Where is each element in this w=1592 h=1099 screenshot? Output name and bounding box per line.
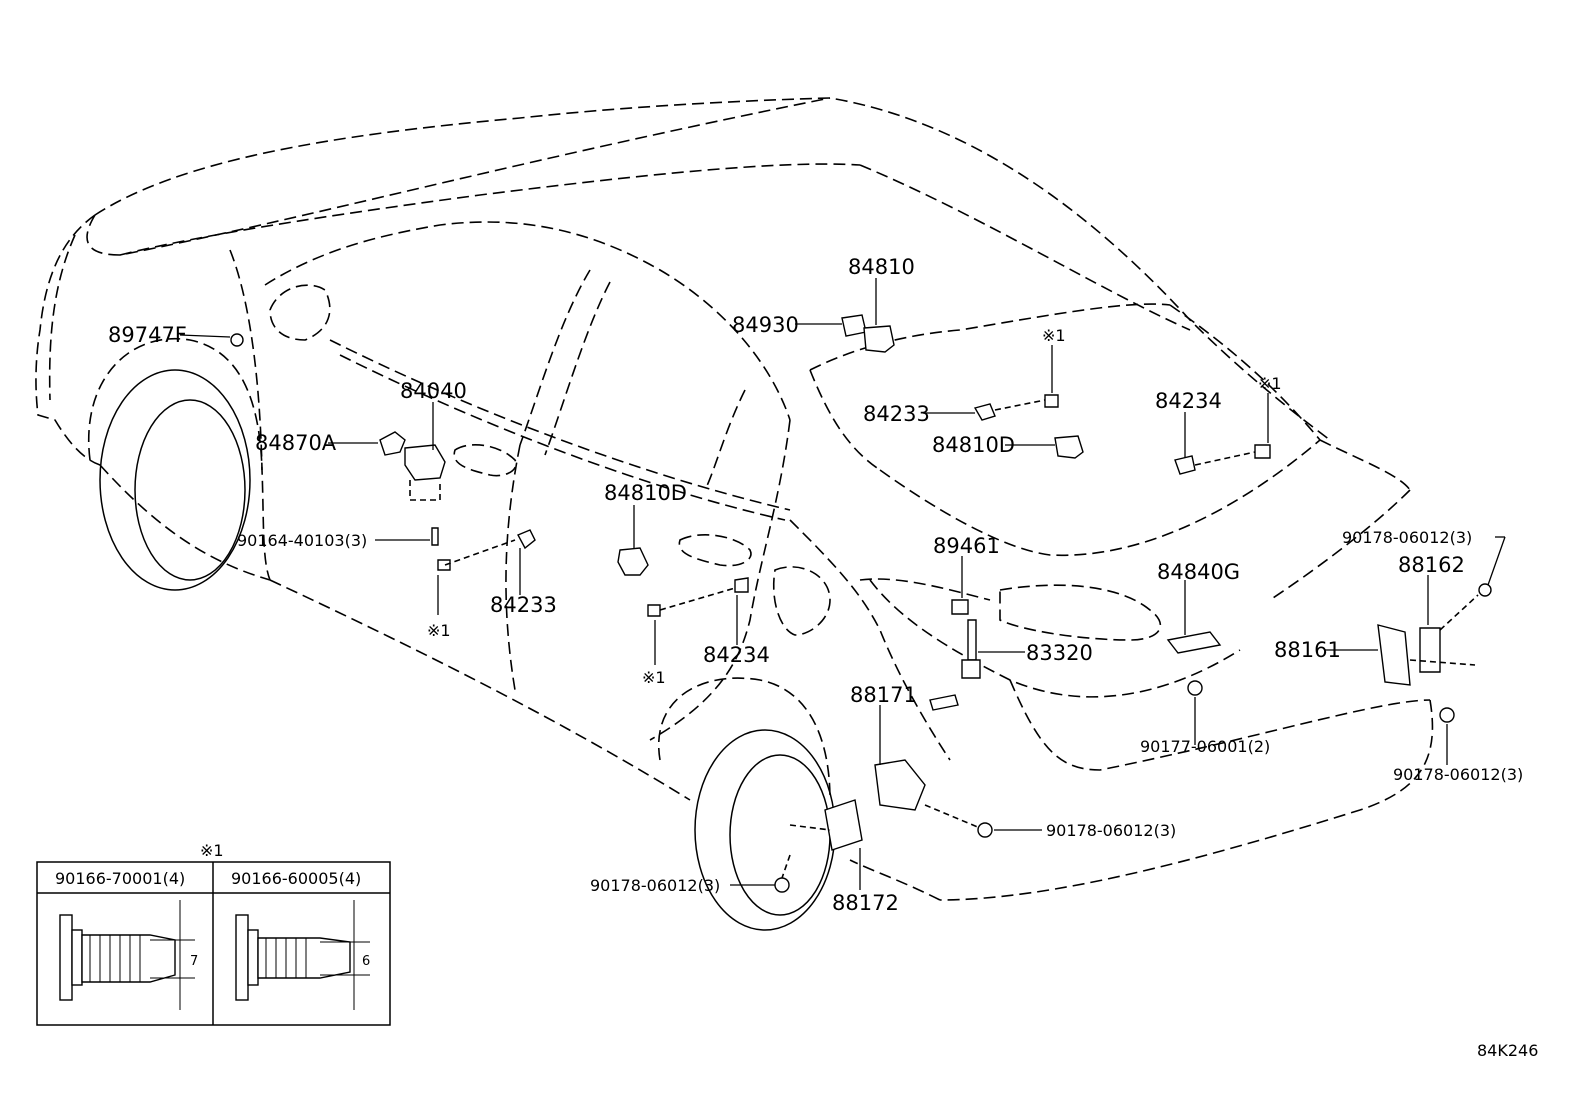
inset-col1-dim: 7: [190, 954, 198, 969]
part-83320-icon: [929, 619, 981, 711]
leader-lines: [179, 278, 1506, 890]
nut-90178-bottom-icon: [774, 877, 790, 893]
label-88162: 88162: [1398, 553, 1465, 577]
inset-col2-title: 90166-60005(4): [231, 869, 361, 888]
screw-ref1-center-icon: [647, 604, 661, 617]
rear-wheel: [694, 729, 836, 931]
label-84233-trunk: 84233: [863, 402, 930, 426]
part-84810D-trunk-icon: [1054, 435, 1084, 459]
door-handle-rear: [678, 534, 752, 567]
part-88172-icon: [824, 799, 863, 851]
label-84870A: 84870A: [255, 431, 337, 455]
label-90178-06012-center: 90178-06012(3): [1046, 821, 1176, 840]
label-90178-06012-right-top: 90178-06012(3): [1342, 528, 1472, 547]
label-83320: 83320: [1026, 641, 1093, 665]
label-84930: 84930: [732, 313, 799, 337]
label-84233-door: 84233: [490, 593, 557, 617]
front-wheel: [99, 369, 251, 591]
inset-col1-title: 90166-70001(4): [55, 869, 185, 888]
label-84810D-trunk: 84810D: [932, 433, 1015, 457]
part-84810-icon: [863, 325, 895, 353]
car-body-outline: [35, 97, 1434, 901]
part-84234-rear-door-icon: [734, 577, 749, 593]
part-84930-icon: [841, 314, 867, 337]
label-84234-rear-door: 84234: [703, 643, 770, 667]
part-84040-icon: [404, 444, 446, 501]
part-84233-door-icon: [517, 529, 536, 550]
inset-col2-dim: 6: [362, 954, 370, 969]
label-90178-06012-bottom: 90178-06012(3): [590, 876, 720, 895]
screw-60005-icon: 6: [235, 900, 370, 1010]
screw-ref1-trunk-left-icon: [1044, 394, 1059, 408]
part-84870A-icon: [379, 431, 406, 456]
label-90178-06012-right-bottom: 90178-06012(3): [1393, 765, 1523, 784]
diagram-code: 84K246: [1477, 1041, 1538, 1060]
nut-90178-center-icon: [977, 822, 993, 838]
part-89747F-icon: [230, 333, 244, 347]
label-88171: 88171: [850, 683, 917, 707]
part-88162-icon: [1419, 627, 1441, 673]
nut-90178-right-top-icon: [1478, 583, 1492, 597]
part-84840G-icon: [1166, 631, 1222, 654]
screw-90164-icon: [431, 527, 439, 546]
label-ref1-left: ※1: [427, 621, 451, 640]
label-89747F: 89747F: [108, 323, 187, 347]
label-ref1-trunk-right: ※1: [1258, 374, 1282, 393]
label-84040: 84040: [400, 379, 467, 403]
part-84810D-rear-door-icon: [617, 547, 649, 576]
label-88172: 88172: [832, 891, 899, 915]
part-84233-trunk-icon: [973, 403, 996, 421]
screw-ref1-left-icon: [437, 559, 451, 571]
label-ref1-center: ※1: [642, 668, 666, 687]
label-90177-06001: 90177-06001(2): [1140, 737, 1270, 756]
screw-70001-icon: 7: [59, 900, 198, 1010]
label-89461: 89461: [933, 534, 1000, 558]
part-89461-icon: [951, 599, 969, 615]
label-84810: 84810: [848, 255, 915, 279]
part-88171-icon: [874, 759, 926, 811]
label-90164-40103: 90164-40103(3): [237, 531, 367, 550]
inset-ref: ※1: [200, 841, 224, 860]
inset-table: ※1 90166-70001(4) 90166-60005(4) 7 6: [36, 841, 391, 1026]
screw-ref1-trunk-right-icon: [1254, 444, 1271, 459]
label-ref1-trunk-left: ※1: [1042, 326, 1066, 345]
door-handle-front: [453, 444, 517, 477]
part-84234-trunk-icon: [1174, 455, 1196, 475]
label-84234-trunk: 84234: [1155, 389, 1222, 413]
nut-90178-right-bottom-icon: [1439, 707, 1455, 723]
label-88161: 88161: [1274, 638, 1341, 662]
part-88161-icon: [1377, 624, 1411, 686]
nut-90177-icon: [1187, 680, 1203, 696]
label-84840G: 84840G: [1157, 560, 1240, 584]
label-84810D-rear-door: 84810D: [604, 481, 687, 505]
